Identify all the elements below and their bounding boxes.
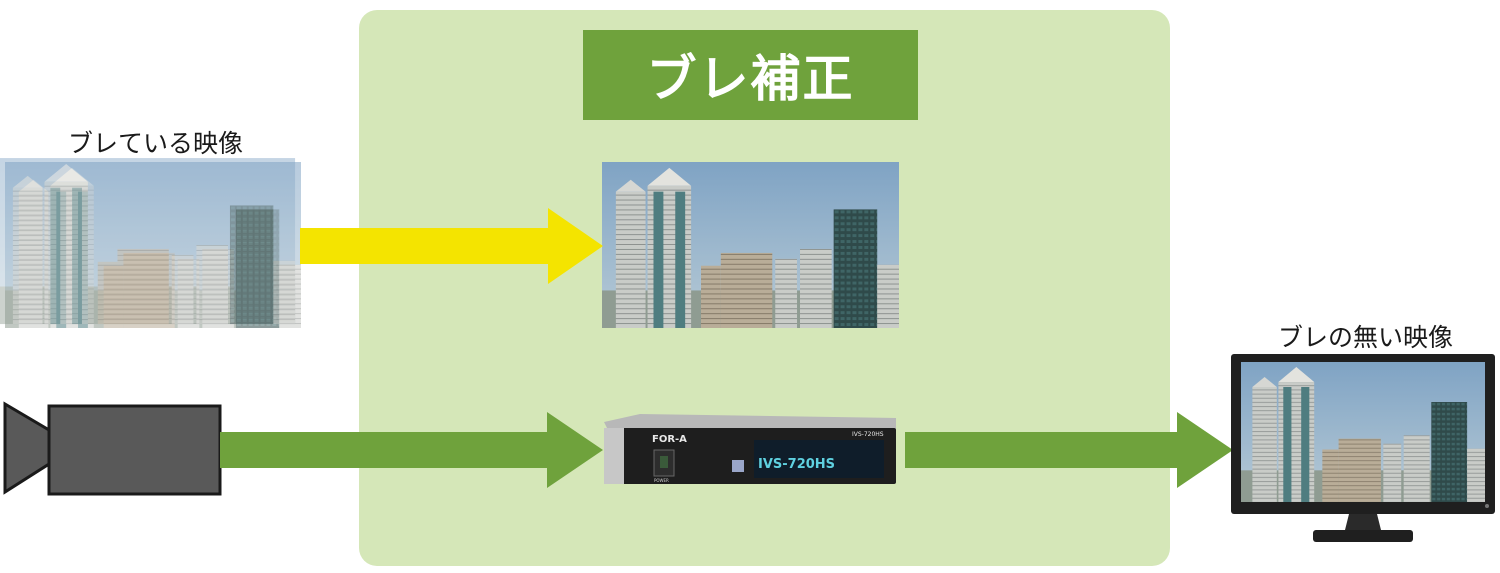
device-brand: FOR-A [652,434,687,445]
monitor-screen-image [1241,362,1485,502]
green-arrow-input [220,412,603,488]
stable-video-label: ブレの無い映像 [1278,323,1454,352]
ivs-720hs-device: FOR-A IVS-720HS IVS-720HS POWER [604,414,896,484]
title-box: ブレ補正 [583,30,918,120]
device-model-label: IVS-720HS [852,431,884,438]
title-text: ブレ補正 [646,50,855,108]
corrected-image [602,162,899,328]
video-camera-icon [3,401,222,496]
monitor [1231,354,1495,542]
power-label: POWER [654,478,669,483]
blurred-video-label: ブレている映像 [68,129,244,158]
yellow-arrow [300,208,603,284]
device-model-display: IVS-720HS [758,457,835,472]
blurred-image [0,158,301,328]
green-arrow-output [905,412,1233,488]
